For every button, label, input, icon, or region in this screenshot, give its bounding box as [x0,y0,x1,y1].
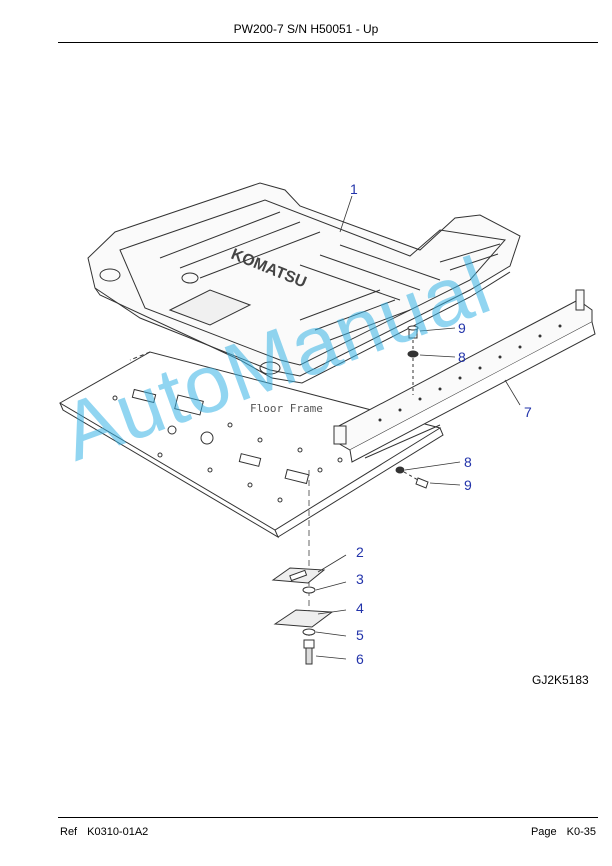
ref-value: K0310-01A2 [87,826,149,838]
callout-9-upper: 9 [458,320,466,336]
footer-page: Page K0-35 [531,826,596,838]
callout-5: 5 [356,627,364,643]
floor-mat [87,182,521,384]
callout-6: 6 [356,651,364,667]
callout-3: 3 [356,571,364,587]
floor-frame-plate [59,351,444,539]
upper-fasteners [407,325,419,395]
callout-7: 7 [524,404,532,420]
lower-fasteners [395,466,429,489]
footer-ref: Ref K0310-01A2 [60,826,158,838]
footer-divider [58,817,598,818]
callout-2: 2 [356,544,364,560]
page-label: Page [530,826,557,838]
figure-code: GJ2K5183 [532,673,589,687]
callout-8-lower: 8 [464,454,472,470]
side-rail [333,289,596,463]
callout-1: 1 [350,181,358,197]
callout-8-upper: 8 [458,349,466,365]
floor-frame-label: Floor Frame [250,402,323,415]
callout-4: 4 [356,600,364,616]
ref-label: Ref [60,826,78,838]
page-value: K0-35 [566,826,596,838]
callout-leaders [315,195,521,660]
page-title: PW200-7 S/N H50051 - Up [233,22,379,36]
header-divider [58,42,598,43]
lower-bracket-assembly [271,470,334,665]
callout-9-lower: 9 [464,477,472,493]
